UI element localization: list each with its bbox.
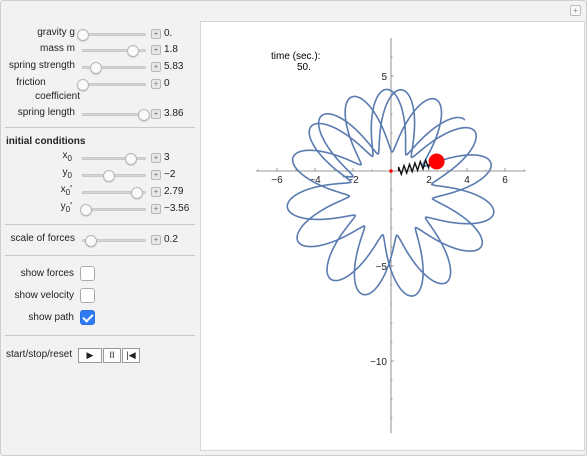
vy0-value: −3.56 — [164, 203, 190, 214]
show-path-label: show path — [28, 312, 74, 323]
y0-row: y0 + −2 — [0, 167, 197, 183]
show-velocity-label: show velocity — [14, 290, 74, 301]
separator — [5, 224, 195, 225]
length-slider[interactable] — [82, 108, 150, 121]
spring-slider-thumb[interactable] — [89, 61, 102, 74]
play-button[interactable]: ▶ — [78, 348, 102, 363]
scale-slider-thumb[interactable] — [84, 234, 97, 247]
friction-label-line2: coefficient — [35, 91, 80, 102]
length-row: spring length + 3.86 — [0, 106, 197, 122]
spring-label: spring strength — [8, 60, 75, 71]
vy0-plus-icon[interactable]: + — [151, 204, 161, 214]
length-label: spring length — [17, 107, 75, 118]
anchor-point — [389, 169, 393, 173]
show-forces-label: show forces — [20, 268, 74, 279]
x0-row: x0 + 3 — [0, 150, 197, 166]
mass-ball — [428, 153, 445, 170]
friction-value: 0 — [164, 78, 170, 89]
vx0-plus-icon[interactable]: + — [151, 187, 161, 197]
playback-label: start/stop/reset — [6, 349, 73, 360]
y0-plus-icon[interactable]: + — [151, 170, 161, 180]
length-plus-icon[interactable]: + — [151, 109, 161, 119]
x0-label: x0 — [62, 150, 72, 163]
mass-label: mass m — [40, 43, 75, 54]
gravity-slider[interactable] — [77, 28, 146, 41]
friction-label: friction — [16, 77, 46, 88]
friction-slider-thumb[interactable] — [77, 78, 89, 91]
scale-value: 0.2 — [164, 234, 178, 245]
gravity-value: 0. — [164, 28, 173, 39]
mass-value: 1.8 — [164, 44, 178, 55]
vy0-slider-thumb[interactable] — [80, 203, 93, 216]
x-tick-label: 4 — [464, 175, 470, 186]
gravity-slider-thumb[interactable] — [77, 28, 89, 41]
x0-plus-icon[interactable]: + — [151, 153, 161, 163]
trajectory-path — [286, 88, 495, 297]
vx0-slider-thumb[interactable] — [131, 186, 144, 199]
friction-row: friction coefficient + 0 — [0, 76, 197, 104]
mass-slider[interactable] — [82, 44, 146, 57]
x-tick-label: 2 — [426, 175, 432, 186]
scale-label: scale of forces — [10, 233, 75, 244]
x0-slider-thumb[interactable] — [125, 152, 137, 165]
length-value: 3.86 — [164, 108, 184, 119]
separator — [5, 255, 195, 256]
y0-value: −2 — [164, 169, 176, 180]
x0-value: 3 — [164, 152, 170, 163]
length-slider-thumb[interactable] — [137, 108, 150, 121]
vx0-row: x0' + 2.79 — [0, 184, 197, 200]
y0-label: y0 — [62, 167, 72, 180]
show-velocity-checkbox[interactable] — [80, 288, 95, 303]
plot-panel: −6 −4 −2 2 4 6 5 −5 −10 time (sec.): 50. — [200, 21, 585, 451]
gravity-row: gravity g + 0. — [0, 26, 197, 42]
y0-slider[interactable] — [82, 169, 146, 182]
vy0-row: y0' + −3.56 — [0, 201, 197, 217]
vy0-slider[interactable] — [80, 203, 146, 216]
gravity-label: gravity g — [37, 27, 75, 38]
y-tick-label: 5 — [381, 72, 387, 83]
mass-row: mass m + 1.8 — [0, 42, 197, 58]
vx0-slider[interactable] — [82, 186, 146, 199]
x-tick-label: −2 — [347, 175, 359, 186]
time-value: 50. — [297, 62, 311, 73]
spring-row: spring strength + 5.83 — [0, 59, 197, 75]
separator — [5, 335, 195, 336]
time-label: time (sec.): — [271, 51, 320, 62]
friction-plus-icon[interactable]: + — [151, 79, 161, 89]
pause-button[interactable]: II — [103, 348, 121, 363]
x-tick-label: 6 — [502, 175, 508, 186]
x-tick-label: −6 — [271, 175, 283, 186]
vx0-value: 2.79 — [164, 186, 184, 197]
spring-plus-icon[interactable]: + — [151, 62, 161, 72]
vx0-label: x0' — [60, 184, 72, 197]
mass-slider-thumb[interactable] — [126, 44, 139, 57]
plot-canvas: −6 −4 −2 2 4 6 5 −5 −10 time (sec.): 50. — [256, 38, 526, 434]
friction-slider[interactable] — [77, 78, 146, 91]
y0-slider-thumb[interactable] — [102, 169, 115, 182]
mass-plus-icon[interactable]: + — [151, 45, 161, 55]
y-tick-label: −5 — [376, 262, 388, 273]
gravity-plus-icon[interactable]: + — [151, 29, 161, 39]
scale-slider[interactable] — [82, 234, 146, 247]
separator — [5, 127, 195, 128]
x0-slider[interactable] — [82, 152, 146, 165]
spring-slider[interactable] — [82, 61, 146, 74]
expand-plus-icon[interactable]: + — [570, 5, 581, 16]
y-tick-label: −10 — [370, 357, 387, 368]
scale-plus-icon[interactable]: + — [151, 235, 161, 245]
scale-row: scale of forces + 0.2 — [0, 232, 197, 248]
spring-value: 5.83 — [164, 61, 184, 72]
show-path-checkbox[interactable] — [80, 310, 95, 325]
x-tick-label: −4 — [309, 175, 321, 186]
initial-conditions-heading: initial conditions — [6, 136, 86, 147]
show-forces-checkbox[interactable] — [80, 266, 95, 281]
vy0-label: y0' — [60, 201, 72, 214]
reset-button[interactable]: |◀ — [122, 348, 140, 363]
